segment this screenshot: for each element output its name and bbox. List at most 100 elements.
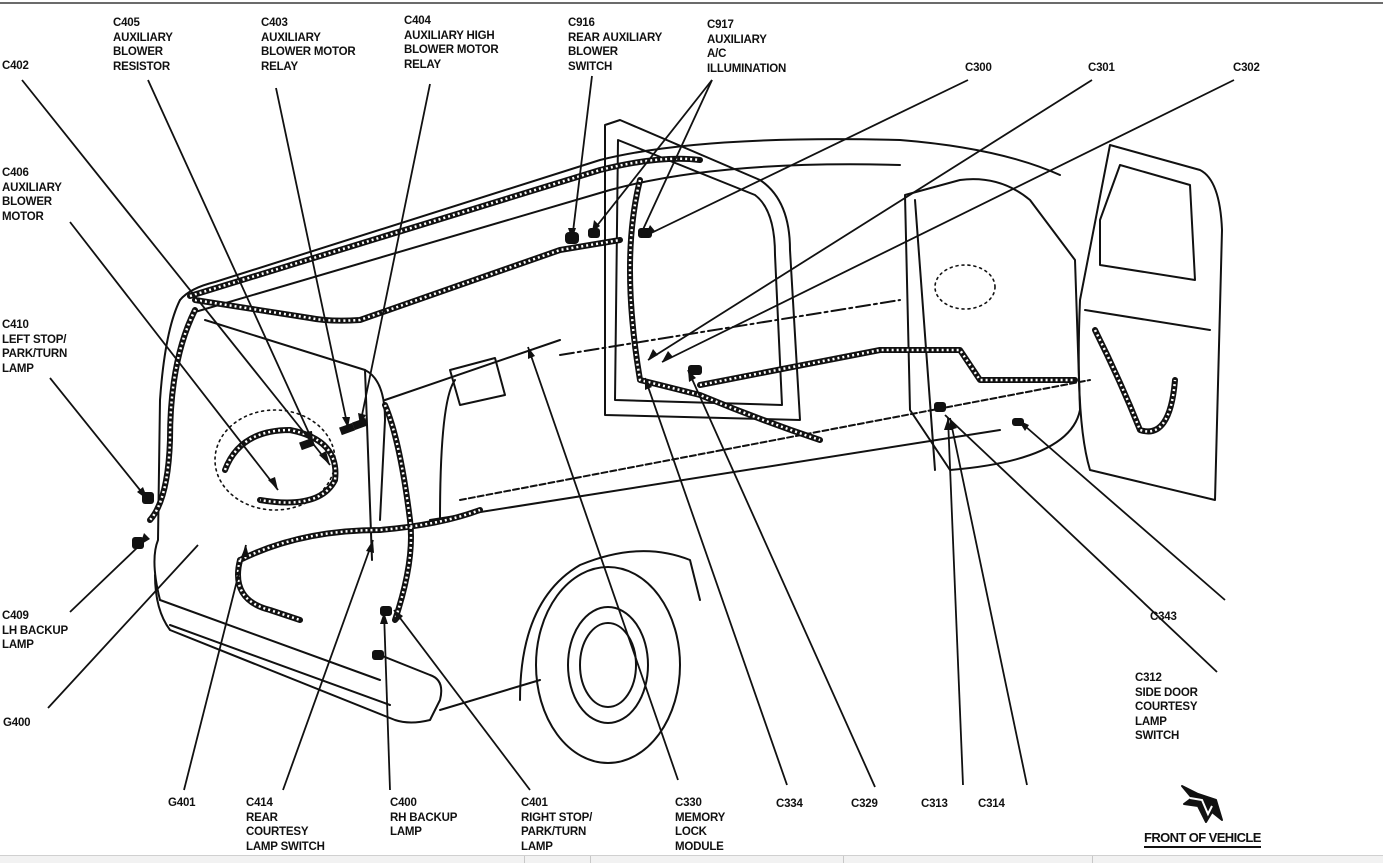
leader-lines bbox=[21, 75, 1235, 791]
leader-c404 bbox=[359, 83, 431, 426]
callout-id: C401 bbox=[521, 797, 548, 809]
band-divider bbox=[843, 856, 844, 863]
callout-c301: C301 bbox=[1088, 61, 1115, 76]
callout-c406: C406 AUXILIARY BLOWER MOTOR bbox=[2, 166, 62, 224]
callout-c330: C330 MEMORY LOCK MODULE bbox=[675, 796, 725, 854]
callout-desc: A/C bbox=[707, 48, 727, 60]
callout-c302: C302 bbox=[1233, 61, 1260, 76]
callout-c409: C409 LH BACKUP LAMP bbox=[2, 609, 68, 653]
callout-desc: SWITCH bbox=[568, 60, 613, 73]
callout-c400: C400 RH BACKUP LAMP bbox=[390, 796, 457, 840]
leader-c329 bbox=[687, 369, 876, 788]
band-divider bbox=[590, 856, 591, 863]
leader-c301 bbox=[647, 79, 1093, 361]
van-side-opening bbox=[904, 178, 1081, 471]
top-rule bbox=[0, 2, 1383, 4]
callout-desc: MOTOR bbox=[2, 210, 44, 223]
callout-c329: C329 bbox=[851, 797, 878, 812]
leader-c403 bbox=[275, 87, 349, 429]
callout-desc: MEMORY bbox=[675, 811, 726, 824]
callout-desc: REAR AUXILIARY bbox=[568, 31, 663, 44]
callout-c313: C313 bbox=[921, 797, 948, 812]
bottom-scroll-band bbox=[0, 855, 1383, 863]
van-pillar bbox=[914, 199, 936, 471]
harness-roof bbox=[192, 237, 623, 324]
leader-c917b bbox=[639, 79, 713, 237]
callout-id: C403 bbox=[261, 17, 288, 29]
callout-desc: LAMP SWITCH bbox=[246, 840, 325, 853]
callout-id: G401 bbox=[168, 797, 196, 809]
leader-c414 bbox=[282, 539, 374, 791]
leader-c916 bbox=[571, 75, 593, 241]
callout-id: C300 bbox=[965, 62, 992, 74]
callout-id: G400 bbox=[3, 717, 31, 729]
memory-lock-module-box bbox=[449, 357, 506, 406]
leader-c343 bbox=[1017, 419, 1226, 601]
van-front-door-inner bbox=[1084, 309, 1211, 331]
callout-id: C302 bbox=[1233, 62, 1260, 74]
front-direction-arrow-icon bbox=[1181, 785, 1223, 823]
callout-desc: BLOWER MOTOR bbox=[404, 44, 499, 56]
leader-c300 bbox=[644, 79, 969, 237]
connector-c400 bbox=[380, 606, 392, 616]
connector-c313 bbox=[934, 402, 946, 412]
callout-desc: RIGHT STOP/ bbox=[521, 811, 593, 824]
van-rear-bumper bbox=[154, 574, 443, 724]
van-side-rocker bbox=[439, 679, 541, 711]
callout-c404: C404 AUXILIARY HIGH BLOWER MOTOR RELAY bbox=[404, 14, 499, 72]
callout-desc: LAMP bbox=[1135, 715, 1167, 728]
callout-desc: RELAY bbox=[261, 60, 298, 73]
callout-id: C402 bbox=[2, 60, 29, 72]
harness-rear-left bbox=[147, 307, 198, 523]
van-rear-quarter bbox=[439, 379, 456, 521]
callout-desc: AUXILIARY bbox=[261, 31, 321, 44]
callout-desc: BLOWER bbox=[113, 46, 163, 58]
callout-desc: REAR bbox=[246, 811, 278, 824]
callout-c405: C405 AUXILIARY BLOWER RESISTOR bbox=[113, 16, 173, 74]
connector-c329 bbox=[688, 365, 702, 375]
connector-c403 bbox=[339, 422, 355, 436]
callout-desc: LAMP bbox=[2, 362, 34, 375]
callout-desc: COURTESY bbox=[1135, 701, 1198, 713]
callout-id: C334 bbox=[776, 798, 803, 810]
callout-c314: C314 bbox=[978, 797, 1005, 812]
van-roof-outline bbox=[179, 138, 1061, 301]
connector-c401 bbox=[372, 650, 384, 660]
callout-desc: LEFT STOP/ bbox=[2, 333, 67, 346]
leader-c314 bbox=[949, 417, 1028, 786]
callout-desc: RELAY bbox=[404, 58, 441, 71]
leader-c302 bbox=[661, 79, 1235, 363]
van-side-door-inner bbox=[614, 139, 783, 406]
van-wheel-tire bbox=[535, 566, 681, 764]
van-side-beltline bbox=[384, 339, 561, 401]
leader-g400 bbox=[47, 544, 199, 709]
van-wheel-rim bbox=[567, 606, 649, 724]
callout-c343: C343 bbox=[1150, 610, 1177, 625]
leader-c917 bbox=[591, 79, 713, 233]
callout-id: C312 bbox=[1135, 672, 1162, 684]
harness-front-door bbox=[1092, 327, 1178, 435]
callout-c410: C410 LEFT STOP/ PARK/TURN LAMP bbox=[2, 318, 67, 376]
leader-c409 bbox=[69, 544, 141, 613]
callout-desc: PARK/TURN bbox=[521, 826, 587, 838]
callout-desc: LAMP bbox=[2, 639, 34, 651]
callout-desc: SWITCH bbox=[1135, 730, 1180, 742]
callout-desc: AUXILIARY bbox=[707, 33, 767, 46]
callout-id: C314 bbox=[978, 798, 1005, 810]
van-bumper-line bbox=[159, 599, 381, 681]
callout-c916: C916 REAR AUXILIARY BLOWER SWITCH bbox=[568, 16, 662, 74]
connector-c917 bbox=[588, 228, 600, 238]
callout-desc: LAMP bbox=[521, 840, 553, 853]
callout-desc: COURTESY bbox=[246, 826, 309, 838]
harness-rear-door bbox=[382, 402, 414, 623]
callout-id: C916 bbox=[568, 17, 595, 29]
callout-c414: C414 REAR COURTESY LAMP SWITCH bbox=[246, 796, 325, 854]
callout-id: C343 bbox=[1150, 611, 1177, 623]
band-divider bbox=[524, 856, 525, 863]
callout-desc: AUXILIARY bbox=[2, 181, 62, 194]
callout-desc: SIDE DOOR bbox=[1135, 686, 1198, 699]
harness-roof-outer bbox=[187, 155, 703, 299]
leader-c313 bbox=[947, 417, 964, 786]
van-side-rub-strip bbox=[459, 379, 1091, 501]
